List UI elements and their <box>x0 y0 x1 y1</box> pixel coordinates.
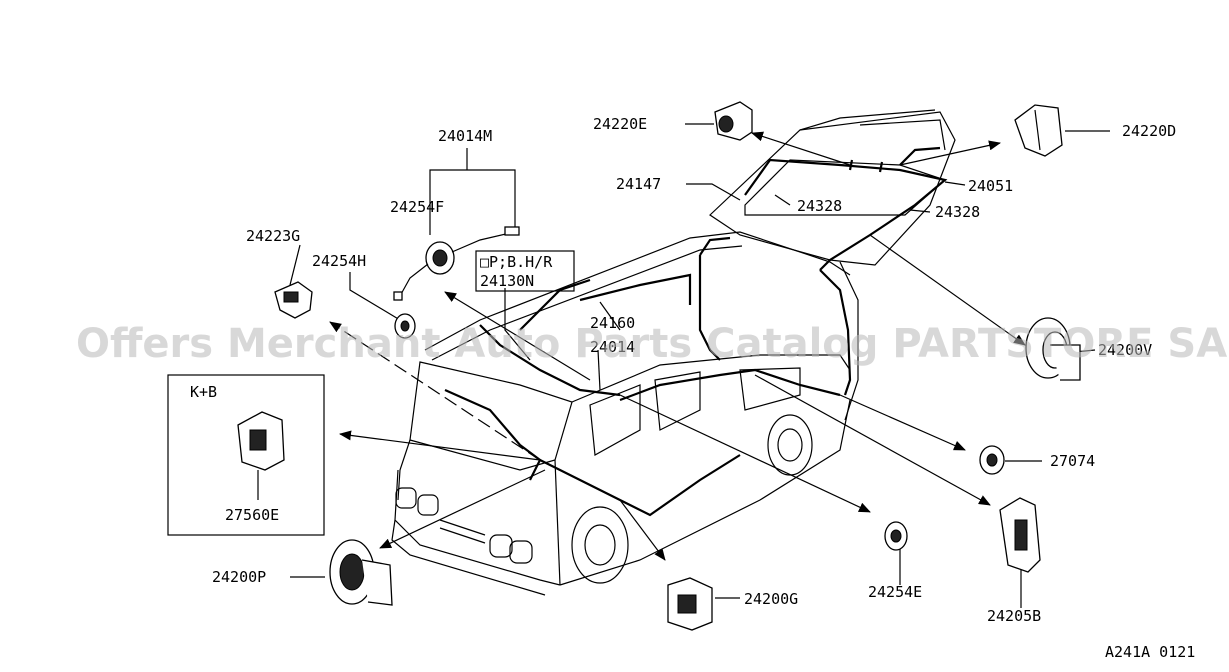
label-27074: 27074 <box>1050 452 1095 470</box>
inset-title: K+B <box>190 383 217 401</box>
part-24254f-grommet <box>393 226 520 301</box>
pointer-arrows <box>329 131 1026 561</box>
van-body <box>391 231 859 596</box>
arrow-24254e <box>619 394 871 513</box>
arrow-24205b <box>754 374 991 506</box>
arrow-24254h <box>329 321 541 461</box>
arrow-24200p <box>379 469 546 549</box>
label-24014: 24014 <box>590 338 635 356</box>
part-labels: 24014M 24254F 24223G 24254H □P;B.H/R 241… <box>190 115 1195 661</box>
wire-harnesses <box>444 146 948 517</box>
part-24223g-clip <box>274 281 313 319</box>
label-note-pbhr: □P;B.H/R <box>480 253 553 271</box>
label-24220e: 24220E <box>593 115 647 133</box>
label-24205b: 24205B <box>987 607 1041 625</box>
label-24254f: 24254F <box>390 198 444 216</box>
part-24254e-grommet <box>884 521 908 551</box>
kb-inset-box <box>167 374 325 536</box>
label-24147: 24147 <box>616 175 661 193</box>
arrow-27074 <box>839 394 966 451</box>
part-24254h-grommet <box>394 313 416 339</box>
part-24200v-grommet <box>1025 317 1081 381</box>
arrow-27560e <box>339 430 541 461</box>
label-27560e: 27560E <box>225 506 279 524</box>
part-24220d-clip <box>1014 104 1063 157</box>
note-box <box>475 250 575 292</box>
label-24200v: 24200V <box>1098 341 1152 359</box>
part-24200g-clip <box>667 577 713 631</box>
label-24254h: 24254H <box>312 252 366 270</box>
part-24205b-clip <box>999 497 1041 573</box>
arrow-24130n <box>444 291 591 381</box>
label-24328-outer: 24328 <box>935 203 980 221</box>
label-24254e: 24254E <box>868 583 922 601</box>
leader-lines <box>257 123 1110 608</box>
label-24200p: 24200P <box>212 568 266 586</box>
label-24220d: 24220D <box>1122 122 1176 140</box>
arrow-24200v <box>869 234 1026 346</box>
part-24200p-grommet <box>329 539 393 606</box>
part-24220e-clip <box>714 101 753 141</box>
label-24223g: 24223G <box>246 227 300 245</box>
part-27560e-clip <box>237 411 285 471</box>
arrow-24200g <box>619 499 666 561</box>
label-24200g: 24200G <box>744 590 798 608</box>
label-24160: 24160 <box>590 314 635 332</box>
figure-code: A241A 0121 <box>1105 643 1195 661</box>
label-24014m: 24014M <box>438 127 492 145</box>
part-27074-grommet <box>979 445 1005 475</box>
arrow-24220d <box>899 140 1001 166</box>
back-door <box>709 109 956 266</box>
arrow-24220e <box>751 131 851 166</box>
label-24051: 24051 <box>968 177 1013 195</box>
label-24130n: 24130N <box>480 272 534 290</box>
label-24328-inner: 24328 <box>797 197 842 215</box>
watermark: Offers Merchant Auto Parts Catalog PARTS… <box>76 321 1227 367</box>
